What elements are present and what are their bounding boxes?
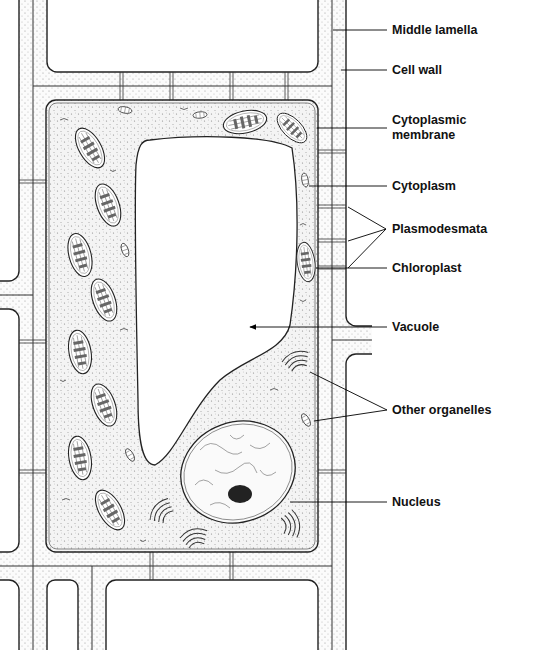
- leader-lines: [250, 30, 387, 502]
- part-label: Other organelles: [392, 403, 491, 418]
- other-organelles: [60, 106, 312, 550]
- part-label: Cytoplasm: [392, 179, 456, 194]
- cell-wall-ground: [0, 0, 372, 650]
- part-label: Plasmodesmata: [392, 222, 487, 237]
- neighbour-cells: [0, 0, 372, 650]
- middle-lamella-lines: [0, 0, 372, 650]
- nucleus: [166, 405, 309, 539]
- part-label: Middle lamella: [392, 23, 477, 38]
- part-label: Nucleus: [392, 495, 441, 510]
- vacuole: [135, 137, 297, 465]
- part-label: Chloroplast: [392, 261, 461, 276]
- cytoplasmic-membrane: [49, 103, 315, 549]
- plasmodesmata-channels: [19, 72, 346, 580]
- part-label: Cell wall: [392, 63, 442, 78]
- main-cell: [46, 100, 318, 552]
- part-label: Cytoplasmic membrane: [392, 113, 484, 143]
- part-label: Vacuole: [392, 320, 439, 335]
